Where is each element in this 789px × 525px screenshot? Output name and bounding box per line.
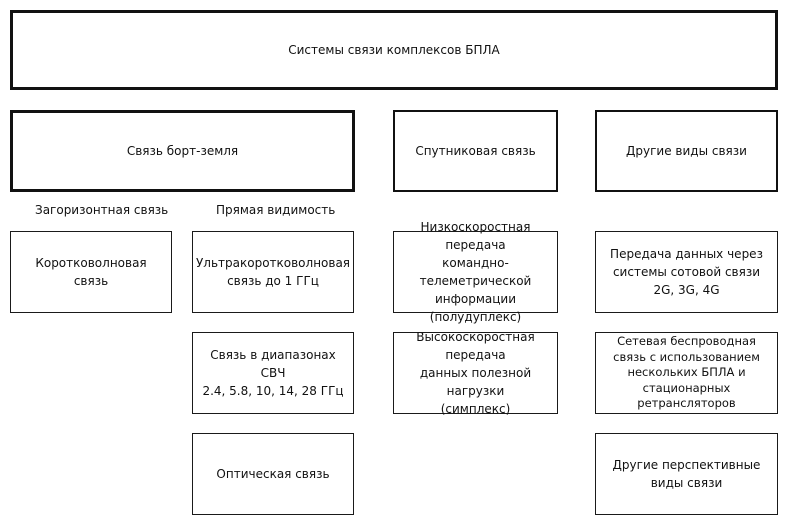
leaf-line: виды связи [650,476,723,490]
leaf-line: Сетевая беспроводная [617,334,756,349]
category-label: Другие виды связи [626,144,747,158]
leaf-microwave: Связь в диапазонах СВЧ 2.4, 5.8, 10, 14,… [192,332,354,414]
category-other: Другие виды связи [595,110,778,192]
leaf-cellular: Передача данных через системы сотовой св… [595,231,778,313]
leaf-line: данных полезной нагрузки [419,366,532,398]
leaf-line: информации (полудуплекс) [429,292,522,324]
leaf-line: Связь в диапазонах СВЧ [210,348,336,380]
leaf-shortwave: Коротковолновая связь [10,231,172,313]
subheader-line-of-sight: Прямая видимость [216,203,336,217]
leaf-optical: Оптическая связь [192,433,354,515]
leaf-line: стационарных ретрансляторов [637,380,736,411]
leaf-sat-high: Высокоскоростная передача данных полезно… [393,330,558,416]
category-label: Связь борт-земля [126,144,239,158]
leaf-line: 2G, 3G, 4G [653,283,720,297]
root-node: Системы связи комплексов БПЛА [10,10,778,90]
leaf-line: Коротковолновая [35,256,147,270]
leaf-sat-low: Низкоскоростная передача командно-телеме… [393,220,558,324]
leaf-uhf: Ультракоротковолновая связь до 1 ГГц [192,231,354,313]
leaf-line: связь [73,274,109,288]
leaf-line: Оптическая связь [216,467,330,481]
leaf-line: связь до 1 ГГц [227,274,319,288]
category-label: Спутниковая связь [415,144,536,158]
category-satellite: Спутниковая связь [393,110,558,192]
leaf-line: (симплекс) [440,402,511,416]
leaf-line: связь с использованием [613,349,760,364]
leaf-line: системы сотовой связи [612,265,761,279]
leaf-line: Низкоскоростная передача [420,220,531,252]
leaf-wireless-network: Сетевая беспроводная связь с использован… [595,332,778,414]
leaf-line: 2.4, 5.8, 10, 14, 28 ГГц [202,384,344,398]
leaf-line: Другие перспективные [612,458,761,472]
leaf-line: Высокоскоростная передача [416,330,535,362]
leaf-line: Передача данных через [610,247,763,261]
leaf-other-prospective: Другие перспективные виды связи [595,433,778,515]
root-label: Системы связи комплексов БПЛА [288,43,500,57]
leaf-line: командно-телеметрической [419,256,532,288]
subheader-beyond-horizon: Загоризонтная связь [35,203,169,217]
leaf-line: Ультракоротковолновая [195,256,351,270]
category-board-ground: Связь борт-земля [10,110,355,192]
leaf-line: нескольких БПЛА и [627,365,746,380]
